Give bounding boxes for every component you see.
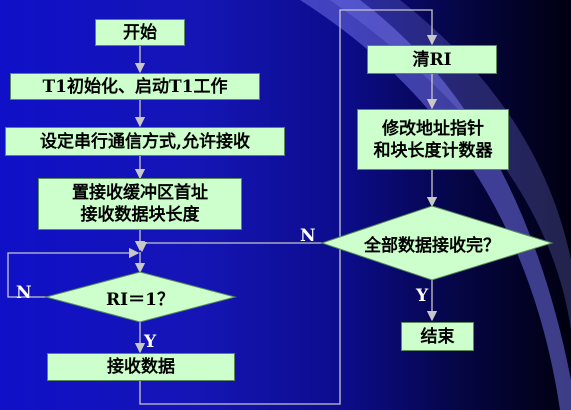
node-modify-pointer-line2: 和块长度计数器 [373, 140, 493, 161]
label-ri-yes: Y [144, 332, 157, 352]
node-set-buffer: 置接收缓冲区首址 接收数据块长度 [38, 178, 242, 230]
node-check-ri-label: RI＝1？ [106, 289, 174, 310]
node-start: 开始 [95, 19, 185, 46]
label-ri-no: N [16, 283, 32, 303]
diamond-ri [44, 271, 237, 323]
node-modify-pointer-line1: 修改地址指针 [382, 118, 484, 139]
arrow-done-no-loop [136, 241, 322, 253]
arrow-receive-to-clear [139, 9, 438, 405]
node-t1-init: T1初始化、启动T1工作 [10, 73, 260, 100]
node-end: 结束 [401, 322, 474, 351]
node-modify-pointer: 修改地址指针 和块长度计数器 [357, 109, 509, 170]
diamond-done [320, 205, 554, 281]
node-set-buffer-line2: 接收数据块长度 [80, 205, 200, 225]
node-set-buffer-line1: 置接收缓冲区首址 [72, 183, 208, 203]
label-done-yes: Y [416, 286, 429, 306]
arrow-ri-no-loop [7, 247, 140, 298]
node-check-done-label: 全部数据接收完？ [364, 235, 500, 256]
node-receive-data: 接收数据 [47, 353, 235, 381]
node-clear-ri: 清RI [367, 45, 497, 74]
node-set-mode: 设定串行通信方式,允许接收 [5, 127, 285, 156]
label-done-no: N [300, 226, 316, 246]
